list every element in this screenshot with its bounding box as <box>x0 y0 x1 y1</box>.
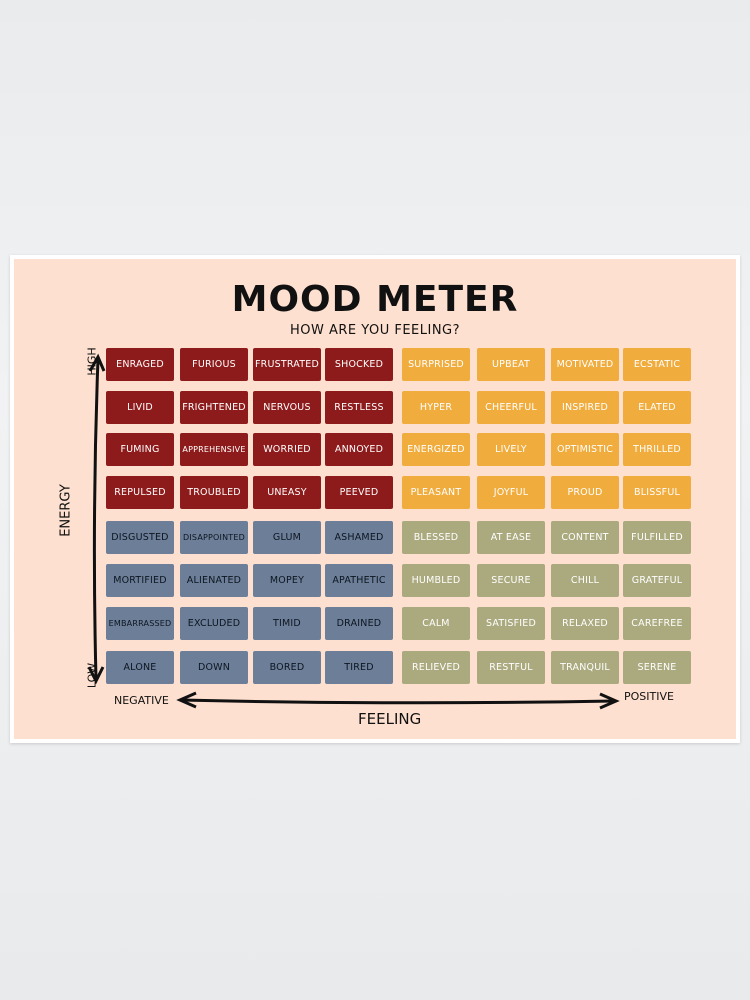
mood-cell-alone: ALONE <box>106 651 174 684</box>
mood-cell-troubled: TROUBLED <box>180 476 248 509</box>
mood-cell-pleasant: PLEASANT <box>402 476 470 509</box>
feeling-arrow-head-left <box>176 691 197 709</box>
mood-cell-uneasy: UNEASY <box>253 476 321 509</box>
feeling-arrow <box>179 698 615 705</box>
energy-arrow-head-up <box>88 353 106 372</box>
mood-cell-peeved: PEEVED <box>325 476 393 509</box>
mood-cell-elated: ELATED <box>623 391 691 424</box>
mood-cell-restless: RESTLESS <box>325 391 393 424</box>
mood-cell-excluded: EXCLUDED <box>180 607 248 640</box>
mood-cell-tired: TIRED <box>325 651 393 684</box>
mood-cell-ecstatic: ECSTATIC <box>623 348 691 381</box>
mood-cell-cheerful: CHEERFUL <box>477 391 545 424</box>
subtitle: HOW ARE YOU FEELING? <box>289 323 461 338</box>
mood-cell-furious: FURIOUS <box>180 348 248 381</box>
mood-cell-mopey: MOPEY <box>253 564 321 597</box>
mood-cell-secure: SECURE <box>477 564 545 597</box>
mood-cell-apathetic: APATHETIC <box>325 564 393 597</box>
mood-cell-restful: RESTFUL <box>477 651 545 684</box>
mood-cell-nervous: NERVOUS <box>253 391 321 424</box>
mood-cell-frustrated: FRUSTRATED <box>253 348 321 381</box>
mood-cell-joyful: JOYFUL <box>477 476 545 509</box>
mood-cell-upbeat: UPBEAT <box>477 348 545 381</box>
energy-arrow <box>92 358 100 680</box>
mood-cell-proud: PROUD <box>551 476 619 509</box>
mood-cell-humbled: HUMBLED <box>402 564 470 597</box>
high-label: HIGH <box>85 347 99 376</box>
mood-cell-disgusted: DISGUSTED <box>106 521 174 554</box>
mood-cell-mortified: MORTIFIED <box>106 564 174 597</box>
feeling-arrow-head-right <box>599 692 620 710</box>
mood-cell-shocked: SHOCKED <box>325 348 393 381</box>
mood-cell-optimistic: OPTIMISTIC <box>551 433 619 466</box>
mood-cell-tranquil: TRANQUIL <box>551 651 619 684</box>
mood-cell-at-ease: AT EASE <box>477 521 545 554</box>
mood-cell-hyper: HYPER <box>402 391 470 424</box>
mood-cell-alienated: ALIENATED <box>180 564 248 597</box>
mood-cell-blessed: BLESSED <box>402 521 470 554</box>
mood-cell-repulsed: REPULSED <box>106 476 174 509</box>
energy-arrow-head-down <box>87 666 105 685</box>
mood-cell-content: CONTENT <box>551 521 619 554</box>
mood-cell-motivated: MOTIVATED <box>551 348 619 381</box>
mood-cell-livid: LIVID <box>106 391 174 424</box>
mood-cell-serene: SERENE <box>623 651 691 684</box>
mood-cell-ashamed: ASHAMED <box>325 521 393 554</box>
axis-arrows <box>87 353 620 710</box>
mood-cell-enraged: ENRAGED <box>106 348 174 381</box>
mood-cell-inspired: INSPIRED <box>551 391 619 424</box>
negative-label: NEGATIVE <box>114 694 169 707</box>
mood-cell-carefree: CAREFREE <box>623 607 691 640</box>
mood-cell-satisfied: SATISFIED <box>477 607 545 640</box>
mood-cell-thrilled: THRILLED <box>623 433 691 466</box>
mood-cell-down: DOWN <box>180 651 248 684</box>
mood-cell-embarrassed: EMBARRASSED <box>106 607 174 640</box>
mood-cell-grateful: GRATEFUL <box>623 564 691 597</box>
mood-cell-apprehensive: APPREHENSIVE <box>180 433 248 466</box>
mood-cell-calm: CALM <box>402 607 470 640</box>
mood-cell-bored: BORED <box>253 651 321 684</box>
mood-cell-fulfilled: FULFILLED <box>623 521 691 554</box>
mood-cell-timid: TIMID <box>253 607 321 640</box>
mood-cell-chill: CHILL <box>551 564 619 597</box>
mood-cell-relaxed: RELAXED <box>551 607 619 640</box>
mood-cell-frightened: FRIGHTENED <box>180 391 248 424</box>
mood-cell-disappointed: DISAPPOINTED <box>180 521 248 554</box>
mood-cell-drained: DRAINED <box>325 607 393 640</box>
positive-label: POSITIVE <box>624 690 674 703</box>
energy-label: ENERGY <box>58 484 74 537</box>
mood-cell-relieved: RELIEVED <box>402 651 470 684</box>
feeling-label: FEELING <box>358 710 422 728</box>
mood-cell-blissful: BLISSFUL <box>623 476 691 509</box>
low-label: LOW <box>85 662 99 689</box>
mood-cell-lively: LIVELY <box>477 433 545 466</box>
mood-cell-annoyed: ANNOYED <box>325 433 393 466</box>
mood-cell-glum: GLUM <box>253 521 321 554</box>
mood-cell-energized: ENERGIZED <box>402 433 470 466</box>
mood-cell-fuming: FUMING <box>106 433 174 466</box>
title: MOOD METER <box>231 279 519 320</box>
mood-cell-surprised: SURPRISED <box>402 348 470 381</box>
mood-cell-worried: WORRIED <box>253 433 321 466</box>
